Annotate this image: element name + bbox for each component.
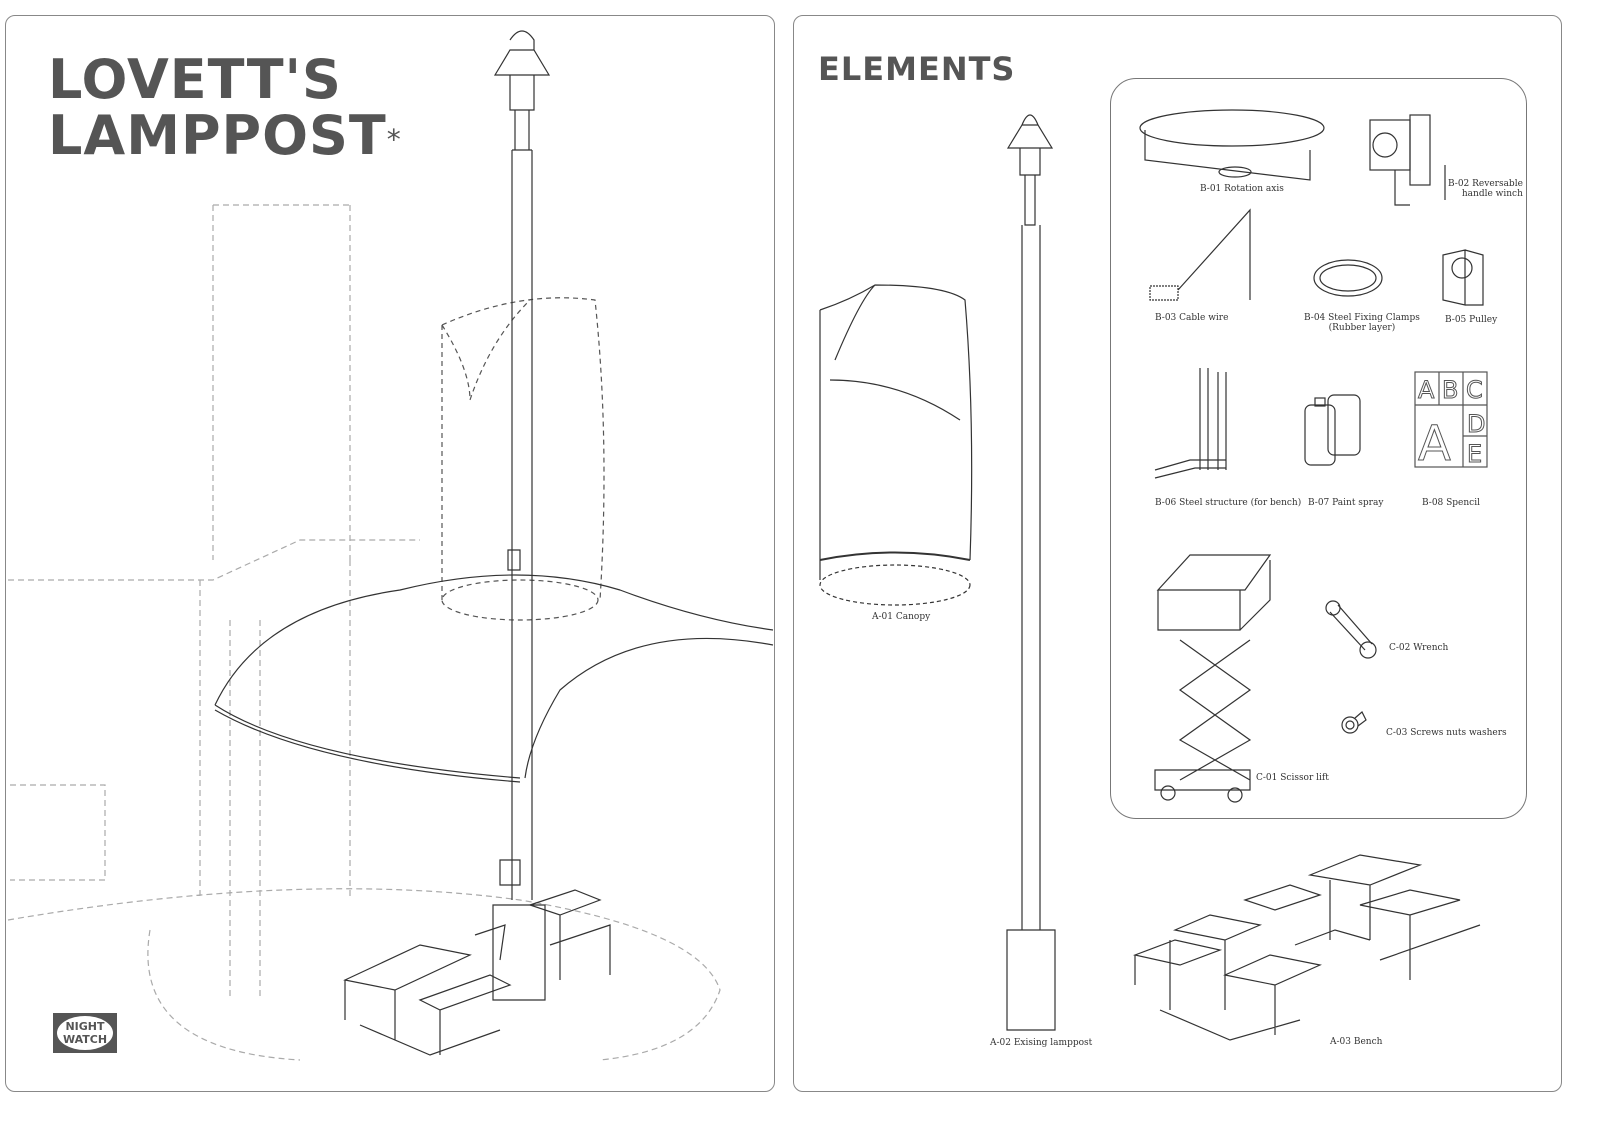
scissor-lift-drawing — [1154, 554, 1272, 803]
rotation-axis-drawing — [1139, 109, 1325, 181]
label-b04: B-04 Steel Fixing Clamps(Rubber layer) — [1304, 313, 1420, 333]
label-b07: B-07 Paint spray — [1308, 498, 1384, 508]
stencil-letter-d: D — [1467, 410, 1485, 438]
nut-drawing — [1341, 711, 1367, 734]
stencil-letter-b: B — [1442, 376, 1458, 404]
stencil-letter-e: E — [1467, 440, 1482, 468]
title-line-1: LOVETT'S — [48, 48, 342, 111]
building-outline — [7, 204, 721, 1061]
pulley-drawing — [1442, 249, 1484, 306]
label-b02-line1: B-02 Reversable — [1448, 179, 1523, 189]
stencil-letter-a: A — [1418, 376, 1435, 404]
tools-box — [1110, 78, 1527, 819]
label-b04-line2: (Rubber layer) — [1328, 323, 1396, 333]
label-c01: C-01 Scissor lift — [1256, 773, 1329, 783]
winch-drawing — [1369, 114, 1446, 206]
label-c02: C-02 Wrench — [1389, 643, 1449, 653]
canopy-shell — [214, 574, 774, 783]
logo-line-1: NIGHT — [62, 1020, 108, 1033]
label-a03: A-03 Bench — [1330, 1037, 1383, 1047]
stencil-letter-c: C — [1466, 376, 1483, 404]
poster-title: LOVETT'S LAMPPOST* — [48, 52, 402, 164]
label-b08: B-08 Spencil — [1422, 498, 1480, 508]
label-b04-line1: B-04 Steel Fixing Clamps — [1304, 313, 1420, 323]
label-b02-line2: handle winch — [1461, 189, 1523, 199]
steel-structure-drawing — [1154, 368, 1227, 479]
label-b06: B-06 Steel structure (for bench) — [1155, 498, 1302, 508]
poster-panel — [5, 15, 775, 1092]
lamppost-left — [492, 30, 551, 1001]
wrench-drawing — [1325, 600, 1377, 659]
cable-wire-drawing — [1149, 208, 1251, 301]
lamppost-element — [1006, 114, 1056, 1031]
stencil-letters: A B C A D E — [1418, 376, 1486, 473]
canopy-dashed — [441, 297, 605, 621]
title-asterisk: * — [386, 123, 402, 156]
elements-heading: ELEMENTS — [818, 50, 1016, 88]
bench-left — [343, 889, 611, 1056]
label-c03: C-03 Screws nuts washers — [1386, 728, 1507, 738]
logo-line-2: WATCH — [62, 1033, 108, 1046]
paint-spray-drawing — [1304, 394, 1361, 466]
label-a01: A-01 Canopy — [872, 612, 931, 622]
clamp-drawing — [1313, 259, 1383, 297]
label-b05: B-05 Pulley — [1445, 315, 1498, 325]
label-a02: A-02 Exising lamppost — [990, 1038, 1093, 1048]
label-b01: B-01 Rotation axis — [1200, 184, 1284, 194]
stencil-drawing — [1414, 371, 1488, 468]
title-line-2: LAMPPOST — [48, 104, 387, 167]
label-b03: B-03 Cable wire — [1155, 313, 1229, 323]
canopy-element — [819, 284, 973, 606]
bench-element — [1132, 854, 1481, 1041]
stencil-letter-big-a: A — [1418, 416, 1451, 472]
